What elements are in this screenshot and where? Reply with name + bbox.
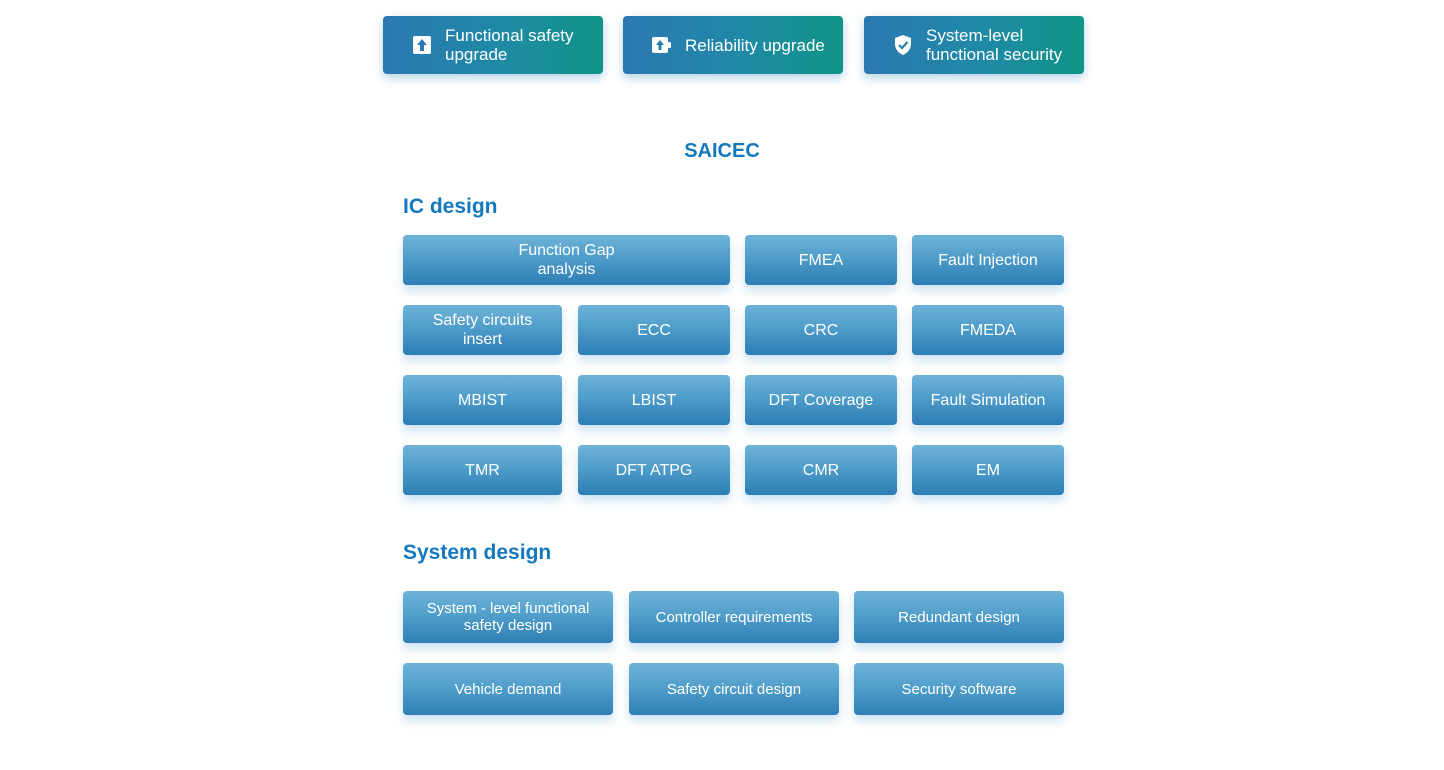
ic-tile-cmr[interactable]: CMR xyxy=(745,445,897,495)
reliability-upgrade-button[interactable]: Reliability upgrade xyxy=(623,16,843,74)
tile-label: Fault Injection xyxy=(938,251,1038,269)
ic-tile-lbist[interactable]: LBIST xyxy=(578,375,730,425)
ic-tile-fmea[interactable]: FMEA xyxy=(745,235,897,285)
tile-label: Function Gap analysis xyxy=(518,242,615,278)
ic-tile-tmr[interactable]: TMR xyxy=(403,445,562,495)
sys-tile-safety-circuit-design[interactable]: Safety circuit design xyxy=(629,663,839,715)
tile-label: FMEDA xyxy=(960,321,1016,339)
tile-label: MBIST xyxy=(458,391,507,409)
ic-tile-safety-circuits-insert[interactable]: Safety circuits insert xyxy=(403,305,562,355)
tile-label: DFT Coverage xyxy=(768,391,874,409)
system-level-functional-security-button[interactable]: System-level functional security xyxy=(864,16,1084,74)
tile-label: FMEA xyxy=(798,251,844,269)
upload-arrow-icon xyxy=(411,34,433,56)
ic-tile-fault-simulation[interactable]: Fault Simulation xyxy=(912,375,1064,425)
tile-label: DFT ATPG xyxy=(615,461,693,479)
tile-label: Controller requirements xyxy=(655,608,813,626)
ic-tile-dft-coverage[interactable]: DFT Coverage xyxy=(745,375,897,425)
tile-label: ECC xyxy=(637,321,671,339)
tile-label: TMR xyxy=(465,461,500,479)
top-button-label: Reliability upgrade xyxy=(685,35,825,55)
ic-tile-function-gap-analysis[interactable]: Function Gap analysis xyxy=(403,235,730,285)
battery-arrow-icon xyxy=(651,34,673,56)
tile-label: Fault Simulation xyxy=(930,391,1046,409)
sys-tile-controller-requirements[interactable]: Controller requirements xyxy=(629,591,839,643)
tile-label: Redundant design xyxy=(898,608,1020,626)
shield-check-icon xyxy=(892,34,914,56)
tile-label: System - level functional safety design xyxy=(426,600,590,634)
tile-label: Safety circuits insert xyxy=(432,312,533,348)
ic-design-title: IC design xyxy=(403,195,498,218)
ic-tile-mbist[interactable]: MBIST xyxy=(403,375,562,425)
sys-tile-system-level-functional-safety-design[interactable]: System - level functional safety design xyxy=(403,591,613,643)
top-button-label: Functional safety upgrade xyxy=(445,26,574,64)
tile-label: Safety circuit design xyxy=(666,680,802,698)
sys-tile-security-software[interactable]: Security software xyxy=(854,663,1064,715)
ic-tile-crc[interactable]: CRC xyxy=(745,305,897,355)
brand-title: SAICEC xyxy=(684,140,760,162)
tile-label: Security software xyxy=(901,680,1017,698)
tile-label: LBIST xyxy=(631,391,677,409)
ic-tile-fault-injection[interactable]: Fault Injection xyxy=(912,235,1064,285)
tile-label: Vehicle demand xyxy=(454,680,562,698)
ic-tile-fmeda[interactable]: FMEDA xyxy=(912,305,1064,355)
tile-label: EM xyxy=(976,461,1000,479)
sys-tile-redundant-design[interactable]: Redundant design xyxy=(854,591,1064,643)
ic-tile-ecc[interactable]: ECC xyxy=(578,305,730,355)
tile-label: CMR xyxy=(802,461,840,479)
system-design-title: System design xyxy=(403,541,552,564)
ic-tile-em[interactable]: EM xyxy=(912,445,1064,495)
functional-safety-upgrade-button[interactable]: Functional safety upgrade xyxy=(383,16,603,74)
sys-tile-vehicle-demand[interactable]: Vehicle demand xyxy=(403,663,613,715)
top-button-label: System-level functional security xyxy=(926,26,1063,64)
ic-tile-dft-atpg[interactable]: DFT ATPG xyxy=(578,445,730,495)
tile-label: CRC xyxy=(803,321,839,339)
